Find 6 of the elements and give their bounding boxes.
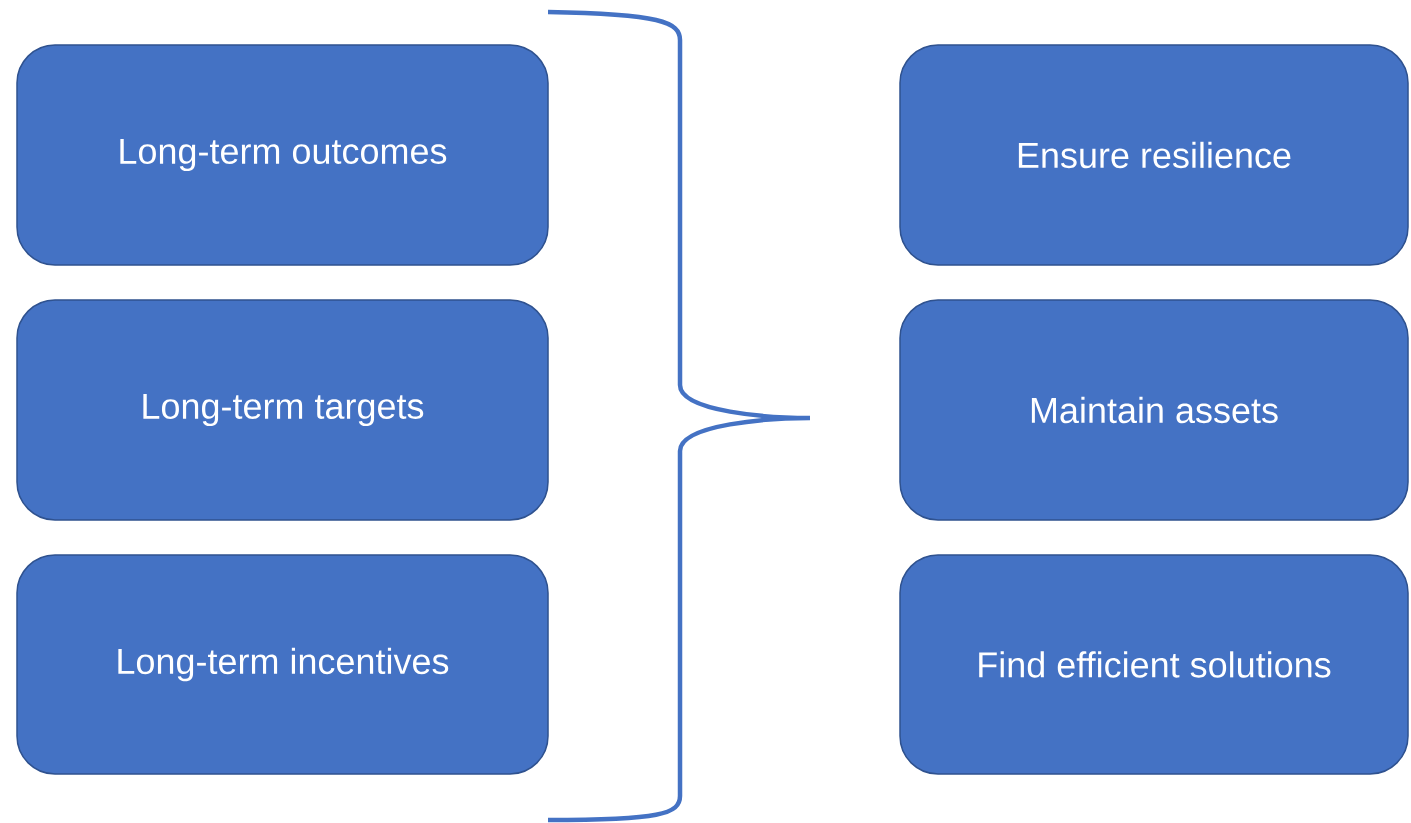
rounded-box: Long-term targets <box>16 299 549 521</box>
rounded-box: Ensure resilience <box>899 44 1409 266</box>
rounded-box: Maintain assets <box>899 299 1409 521</box>
rounded-box: Long-term outcomes <box>16 44 549 266</box>
rounded-box: Long-term incentives <box>16 554 549 775</box>
rounded-box: Find efficient solutions <box>899 554 1409 775</box>
